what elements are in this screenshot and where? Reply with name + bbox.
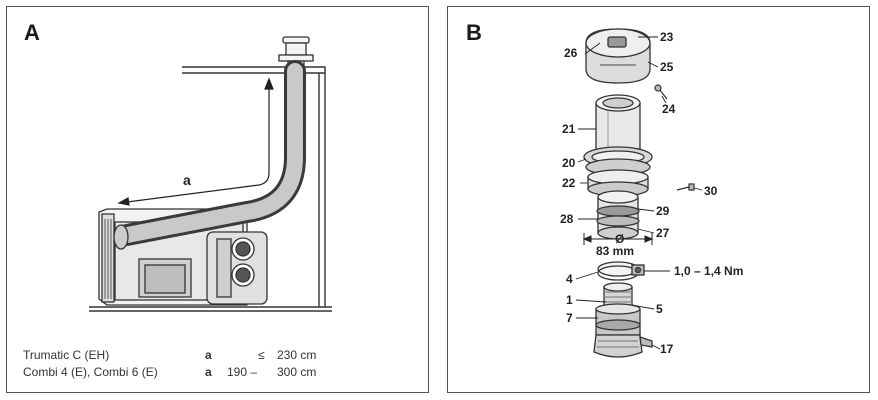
callout-27: 27 [656, 226, 670, 240]
cowl-cap [585, 28, 651, 84]
threaded-socket [593, 282, 653, 358]
callout-17: 17 [660, 342, 674, 356]
spec-relation-1: ≤ [258, 348, 265, 362]
callout-25: 25 [660, 60, 674, 74]
callout-28: 28 [560, 212, 574, 226]
callout-4: 4 [566, 272, 573, 286]
callout-24: 24 [662, 102, 676, 116]
callout-23: 23 [660, 30, 674, 44]
spec-model-1: Trumatic C (EH) [23, 348, 110, 362]
callout-1: 1 [566, 293, 573, 307]
hose-clamp [597, 261, 645, 281]
callout-7: 7 [566, 311, 573, 325]
callout-leaders [575, 36, 703, 350]
panel-a-letter: A [24, 20, 40, 45]
callout-21: 21 [562, 122, 576, 136]
diameter-dimension [582, 233, 654, 245]
spec-model-2: Combi 4 (E), Combi 6 (E) [23, 365, 158, 379]
installation-drawing: a [89, 36, 332, 312]
panel-a: A [6, 6, 429, 393]
panel-b-letter: B [466, 20, 482, 45]
callout-30: 30 [704, 184, 718, 198]
callout-5: 5 [656, 302, 663, 316]
callout-numbers: 23 26 25 24 21 20 22 30 29 28 27 4 1 5 7… [560, 30, 743, 356]
panel-b: B [447, 6, 870, 393]
screw-24 [654, 84, 668, 100]
callout-26: 26 [564, 46, 578, 60]
dimension-a-label: a [183, 172, 191, 188]
torque-label: 1,0 – 1,4 Nm [674, 264, 743, 278]
pipe-connector [596, 190, 640, 240]
flexible-flue-pipe [116, 60, 306, 246]
pipe-end [113, 224, 129, 250]
screw-30 [676, 183, 695, 191]
diameter-symbol: Ø [615, 232, 624, 246]
callout-29: 29 [656, 204, 670, 218]
diameter-value: 83 mm [596, 244, 634, 258]
callout-22: 22 [562, 176, 576, 190]
spec-range-1: 230 cm [277, 348, 317, 362]
exploded-parts-drawing: Ø 83 mm [560, 28, 743, 358]
spec-relation-2: 190 – [227, 365, 258, 379]
spec-symbol-2: a [205, 365, 212, 379]
spec-symbol-1: a [205, 348, 212, 362]
cabinet-outline [89, 66, 332, 312]
spec-range-2: 300 cm [277, 365, 317, 379]
dimension-a-line [117, 77, 274, 206]
callout-20: 20 [562, 156, 576, 170]
